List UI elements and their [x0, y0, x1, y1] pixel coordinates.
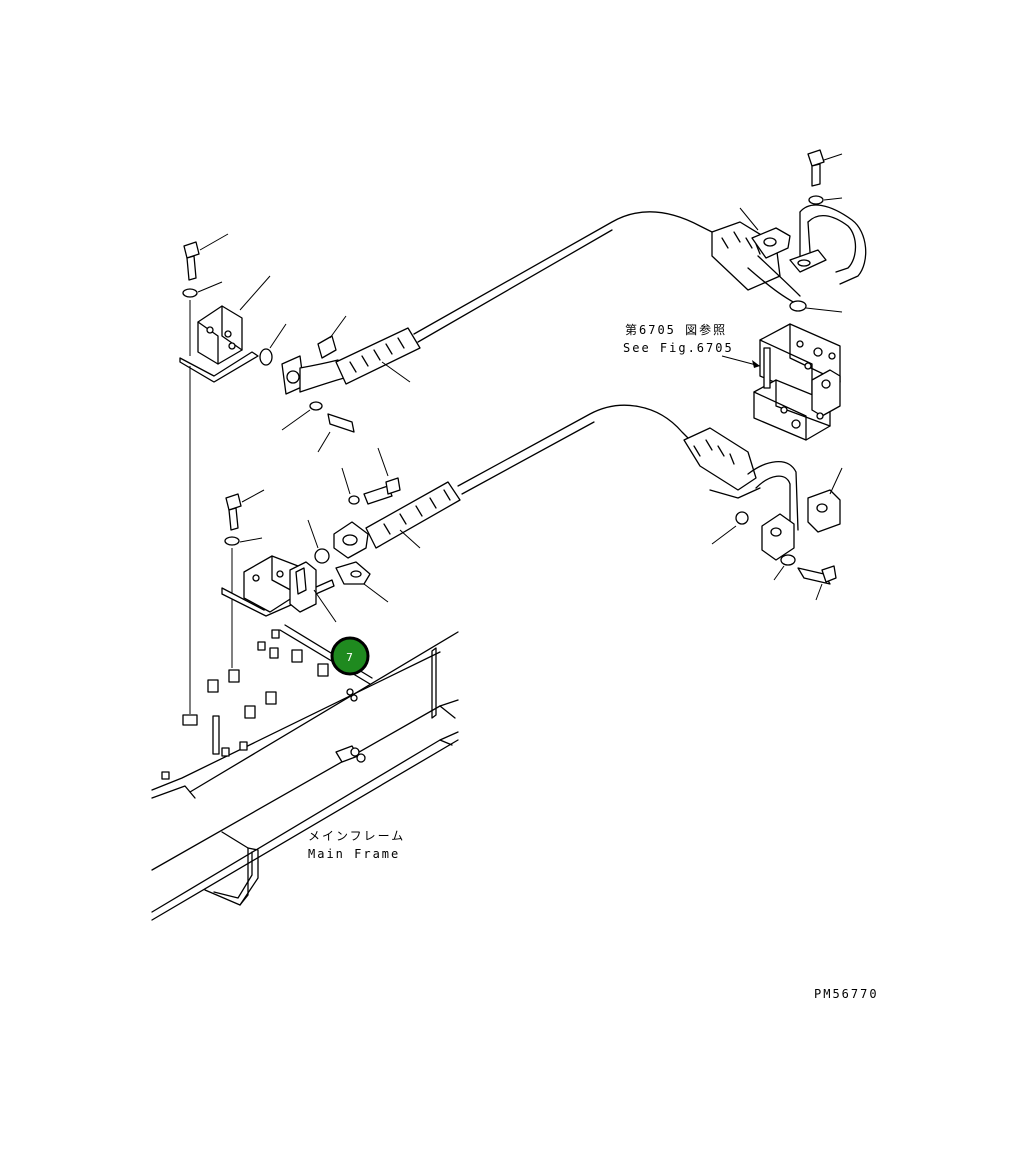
- callout-marker[interactable]: 7: [330, 636, 370, 676]
- main-frame-en: Main Frame: [308, 847, 400, 861]
- fig-reference-label: 第6705 図参照 See Fig.6705: [623, 322, 734, 355]
- lower-oring: [307, 519, 330, 564]
- frame-weld-blocks: [161, 629, 329, 780]
- callout-circle[interactable]: [330, 636, 370, 676]
- lower-hose-line: [457, 404, 691, 495]
- upper-bolt: [182, 233, 229, 298]
- main-frame-label: メインフレーム Main Frame: [308, 829, 405, 861]
- main-frame: [151, 624, 459, 921]
- fig-reference-jp: 第6705 図参照: [625, 322, 727, 337]
- upper-oring: [259, 323, 287, 366]
- drawing-code: PM56770: [814, 987, 879, 1001]
- valve-block: [721, 323, 841, 441]
- main-frame-jp: メインフレーム: [308, 829, 405, 843]
- lower-hose-fitting: [333, 447, 461, 603]
- upper-clamp-bracket: [179, 275, 271, 714]
- lower-right-tube: [683, 427, 843, 601]
- lower-bolt: [224, 489, 265, 668]
- fig-reference-en: See Fig.6705: [623, 341, 734, 355]
- upper-right-tube: [711, 149, 867, 313]
- callout-number: 7: [346, 651, 353, 664]
- upper-hose-fitting: [281, 315, 421, 453]
- upper-hose-line: [413, 211, 713, 343]
- lower-clamp-bracket: [221, 555, 337, 623]
